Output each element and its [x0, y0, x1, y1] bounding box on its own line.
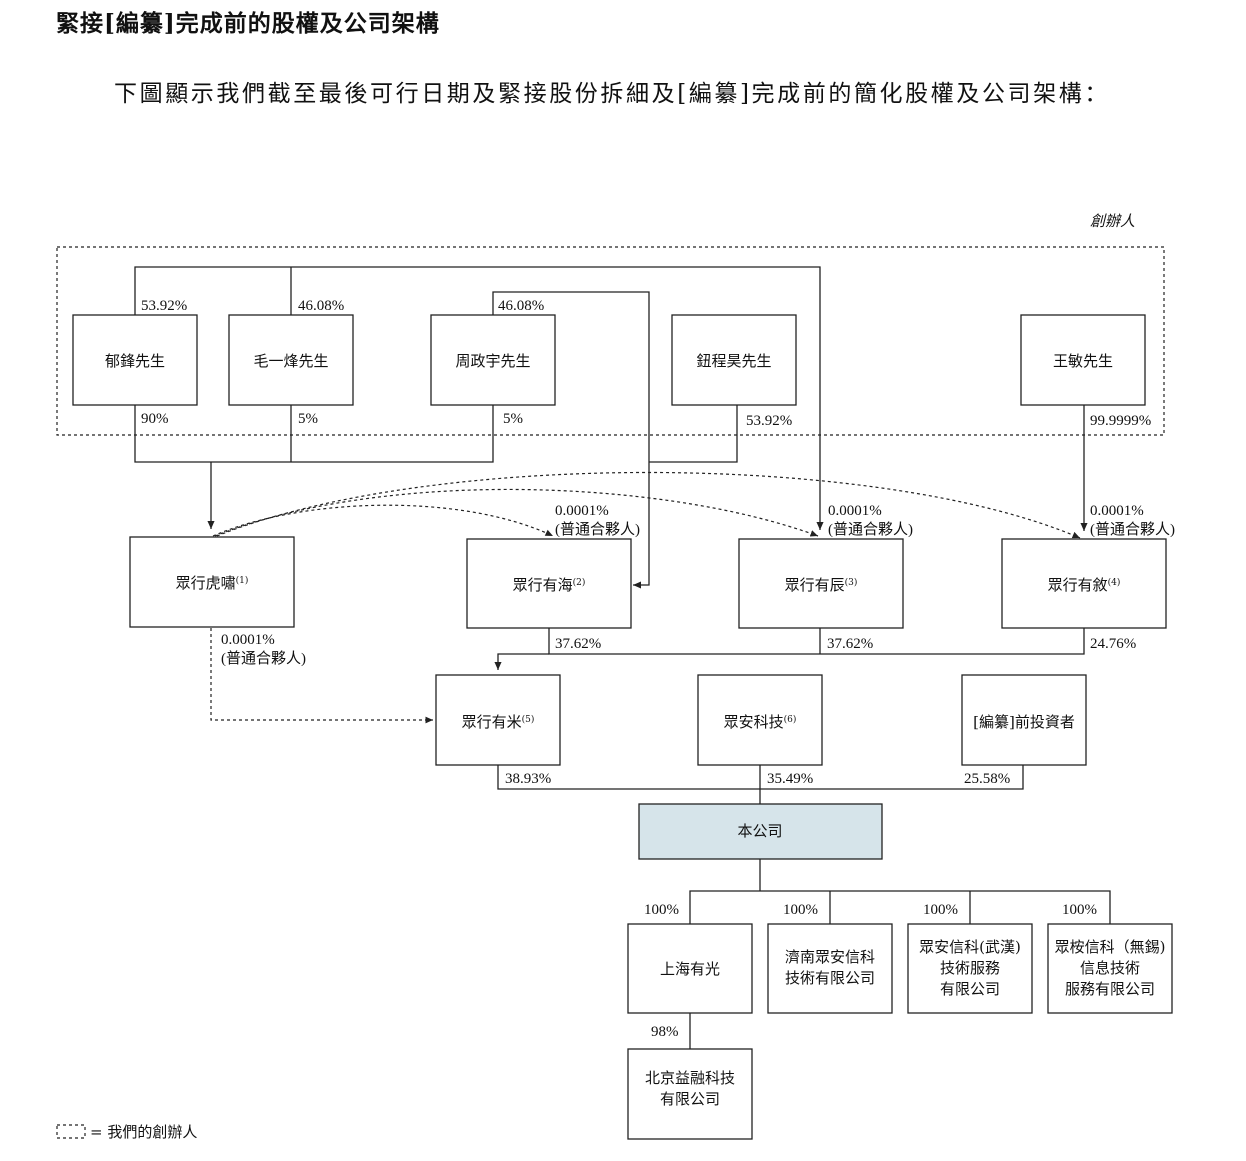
gp-label-youhai: (普通合夥人): [555, 521, 640, 538]
svg-text:眾行有辰(3): 眾行有辰(3): [785, 576, 858, 594]
gp-label-youxu: (普通合夥人): [1090, 521, 1175, 538]
box-niu: 鈕程昊先生: [671, 314, 797, 406]
line-lp-bracket: [548, 628, 1085, 655]
gp-pct-youchen: 0.0001%: [828, 503, 882, 519]
svg-text:眾安信科(武漢): 眾安信科(武漢): [919, 938, 1021, 956]
box-youhai: 眾行有海(2): [466, 538, 632, 629]
gp-pct-youxu: 0.0001%: [1090, 503, 1144, 519]
pct-youhai-to-youmi: 37.62%: [555, 636, 601, 652]
pct-investors-to-company: 25.58%: [964, 771, 1010, 787]
svg-text:濟南眾安信科: 濟南眾安信科: [785, 948, 875, 966]
gp-pct-youmi: 0.0001%: [221, 632, 275, 648]
gp-arc-youhai: [212, 504, 554, 537]
gp-label-youchen: (普通合夥人): [828, 521, 913, 538]
line-yu-mao-to-youchen: [134, 266, 824, 530]
box-zhou: 周政宇先生: [430, 314, 556, 406]
box-investors: [編纂]前投資者: [961, 674, 1087, 766]
gp-line-youmi: [210, 628, 433, 724]
box-youchen: 眾行有辰(3): [738, 538, 904, 629]
pct-yu-top: 53.92%: [141, 298, 187, 314]
box-yu: 郁鋒先生: [72, 314, 198, 406]
line-huxiao-bracket: [134, 405, 494, 463]
box-youmi: 眾行有米(5): [435, 674, 561, 766]
pct-mao-top: 46.08%: [298, 298, 344, 314]
pct-jinan: 100%: [783, 902, 818, 918]
svg-text:技術有限公司: 技術有限公司: [785, 969, 875, 987]
box-wuhan: 眾安信科(武漢) 技術服務 有限公司: [907, 923, 1033, 1014]
line-niu-bottom: [649, 405, 738, 463]
svg-text:郁鋒先生: 郁鋒先生: [105, 352, 165, 370]
line-subs-bracket: [689, 890, 1111, 924]
svg-text:眾行虎嘯(1): 眾行虎嘯(1): [176, 574, 249, 592]
arrow-to-youmi: [494, 653, 549, 670]
svg-text:信息技術: 信息技術: [1080, 959, 1140, 977]
svg-text:眾桉信科（無錫): 眾桉信科（無錫): [1055, 938, 1166, 956]
svg-text:[編纂]前投資者: [編纂]前投資者: [973, 713, 1075, 731]
intro-paragraph: 下圖顯示我們截至最後可行日期及緊接股份拆細及[編纂]完成前的簡化股權及公司架構：: [114, 81, 1110, 107]
pct-zhou-top: 46.08%: [498, 298, 544, 314]
pct-zhou-5: 5%: [503, 411, 523, 427]
legend-dashed-box: [56, 1124, 86, 1139]
pct-mao-5: 5%: [298, 411, 318, 427]
pct-wang: 99.9999%: [1090, 413, 1151, 429]
svg-text:眾行有海(2): 眾行有海(2): [513, 576, 586, 594]
section-heading: 緊接[編纂]完成前的股權及公司架構: [56, 10, 440, 37]
pct-niu: 53.92%: [746, 413, 792, 429]
svg-text:上海有光: 上海有光: [660, 960, 720, 978]
box-zhongan: 眾安科技(6): [697, 674, 823, 766]
pct-youchen-to-youmi: 37.62%: [827, 636, 873, 652]
founders-label: 創辦人: [1090, 212, 1135, 230]
pct-beijing: 98%: [651, 1024, 679, 1040]
gp-label-youmi: (普通合夥人): [221, 650, 306, 667]
box-jinan: 濟南眾安信科 技術有限公司: [767, 923, 893, 1014]
svg-text:技術服務: 技術服務: [940, 959, 1000, 977]
svg-text:眾行有敘(4): 眾行有敘(4): [1048, 576, 1121, 594]
legend-text: = 我們的創辦人: [90, 1123, 197, 1141]
svg-text:有限公司: 有限公司: [660, 1090, 720, 1108]
box-mao: 毛一烽先生: [228, 314, 354, 406]
svg-text:鈕程昊先生: 鈕程昊先生: [696, 352, 771, 370]
svg-text:王敏先生: 王敏先生: [1053, 352, 1113, 370]
pct-wuhan: 100%: [923, 902, 958, 918]
svg-text:本公司: 本公司: [737, 822, 782, 840]
box-beijing: 北京益融科技 有限公司: [627, 1048, 753, 1140]
pct-yu-90: 90%: [141, 411, 169, 427]
gp-arc-youchen: [214, 488, 819, 537]
box-shanghai: 上海有光: [627, 923, 753, 1014]
box-huxiao: 眾行虎嘯(1): [129, 536, 295, 628]
gp-pct-youhai: 0.0001%: [555, 503, 609, 519]
pct-zhongan-to-company: 35.49%: [767, 771, 813, 787]
svg-text:有限公司: 有限公司: [940, 980, 1000, 998]
svg-text:服務有限公司: 服務有限公司: [1065, 980, 1155, 998]
svg-text:北京益融科技: 北京益融科技: [645, 1069, 735, 1087]
box-wuxi: 眾桉信科（無錫) 信息技術 服務有限公司: [1047, 923, 1173, 1014]
svg-text:眾安科技(6): 眾安科技(6): [724, 713, 797, 731]
gp-arc-youxu: [216, 471, 1081, 539]
svg-text:眾行有米(5): 眾行有米(5): [462, 713, 535, 731]
svg-text:周政宇先生: 周政宇先生: [455, 352, 530, 370]
box-wang: 王敏先生: [1020, 314, 1146, 406]
pct-wuxi: 100%: [1062, 902, 1097, 918]
founders-group-border: [56, 246, 1165, 436]
pct-shanghai: 100%: [644, 902, 679, 918]
svg-text:毛一烽先生: 毛一烽先生: [253, 352, 328, 370]
pct-youxu-to-youmi: 24.76%: [1090, 636, 1136, 652]
box-company: 本公司: [638, 803, 883, 860]
pct-youmi-to-company: 38.93%: [505, 771, 551, 787]
line-zhou-niu-to-youhai: [492, 291, 650, 589]
box-youxu: 眾行有敘(4): [1001, 538, 1167, 629]
